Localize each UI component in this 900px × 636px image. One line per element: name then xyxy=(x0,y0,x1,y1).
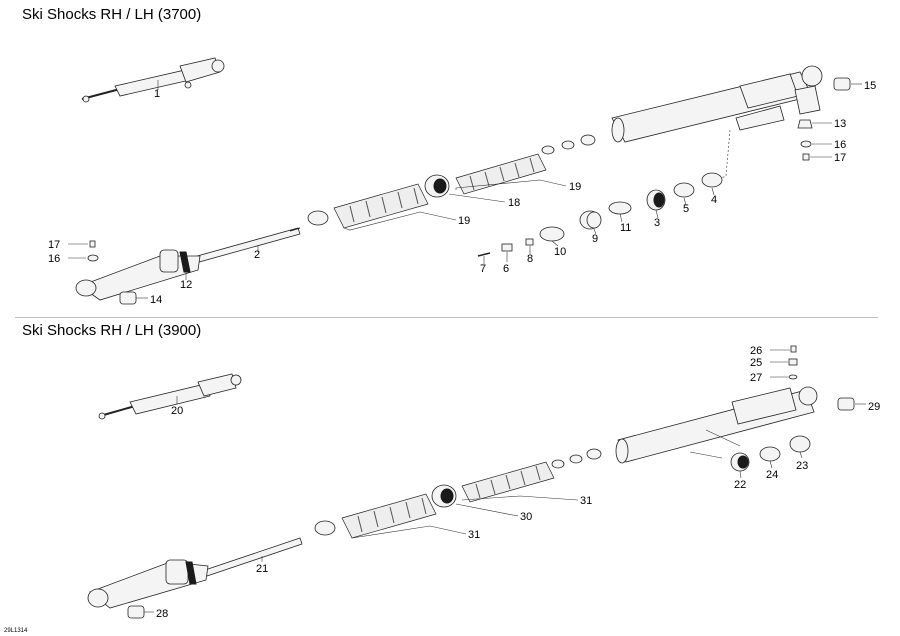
part-31-spring-lower xyxy=(341,493,437,539)
callout-1: 1 xyxy=(154,88,160,100)
part-2-shaft xyxy=(189,227,301,265)
part-18-piston xyxy=(424,174,450,198)
part-17-bolt-b xyxy=(89,240,96,248)
callout-5: 5 xyxy=(683,203,689,215)
callout-31-lower: 31 xyxy=(468,529,480,541)
part-27-washer xyxy=(788,374,798,380)
part-22-piston xyxy=(730,452,750,472)
section-title-3700: Ski Shocks RH / LH (3700) xyxy=(22,6,202,23)
part-1-assembled-shock-3700 xyxy=(81,57,225,103)
part-16-washer-a xyxy=(800,140,812,148)
part-16-washer-b xyxy=(87,254,99,262)
part-5-oring xyxy=(673,182,695,198)
callout-19-upper: 19 xyxy=(569,181,581,193)
callout-16-left: 16 xyxy=(48,253,60,265)
part-30-piston xyxy=(431,484,457,508)
callout-25: 25 xyxy=(750,357,762,369)
callout-10: 10 xyxy=(554,246,566,258)
callout-21: 21 xyxy=(256,563,268,575)
callout-24: 24 xyxy=(766,469,778,481)
section-divider xyxy=(15,317,878,318)
callout-7: 7 xyxy=(480,263,486,275)
part-11-disc xyxy=(608,201,632,215)
part-26-bolt xyxy=(790,345,797,353)
part-24-oring xyxy=(759,446,781,462)
callout-16-right: 16 xyxy=(834,139,846,151)
callout-14: 14 xyxy=(150,294,162,306)
callout-2: 2 xyxy=(254,249,260,261)
part-21-shaft xyxy=(204,537,303,577)
part-shock-body-3900 xyxy=(615,386,818,464)
callout-20: 20 xyxy=(171,405,183,417)
part-rod-washer-3900 xyxy=(314,520,336,536)
callout-8: 8 xyxy=(527,253,533,265)
part-13-nut xyxy=(797,119,813,129)
part-rod-washer-3700 xyxy=(307,210,329,226)
callout-15: 15 xyxy=(864,80,876,92)
part-4-cap xyxy=(701,172,723,188)
callout-3: 3 xyxy=(654,217,660,229)
callout-27: 27 xyxy=(750,372,762,384)
callout-17-right: 17 xyxy=(834,152,846,164)
part-19-spring-lower xyxy=(333,183,429,229)
part-29-bushing xyxy=(837,397,855,411)
callout-22: 22 xyxy=(734,479,746,491)
part-9-valve xyxy=(579,210,602,230)
callout-29: 29 xyxy=(868,401,880,413)
part-31-spring-upper xyxy=(461,461,555,503)
part-6-nut xyxy=(501,243,513,252)
callout-12: 12 xyxy=(180,279,192,291)
part-12-damper-housing xyxy=(75,249,201,301)
callout-9: 9 xyxy=(592,233,598,245)
callout-17-left: 17 xyxy=(48,239,60,251)
part-damper-housing-3900 xyxy=(87,559,209,609)
callout-4: 4 xyxy=(711,194,717,206)
part-shock-body-3700 xyxy=(611,65,823,143)
callout-13: 13 xyxy=(834,118,846,130)
part-25-nut xyxy=(788,358,798,366)
part-10-ring xyxy=(539,226,565,242)
part-20-assembled-shock-3900 xyxy=(98,373,242,420)
drawing-code: 29L1314 xyxy=(4,628,28,634)
part-17-bolt-a xyxy=(802,153,810,161)
callout-18: 18 xyxy=(508,197,520,209)
part-23-cap xyxy=(789,435,811,453)
part-3-piston xyxy=(646,189,666,211)
part-8-spacer xyxy=(525,238,534,246)
callout-23: 23 xyxy=(796,460,808,472)
part-small-washers-3700 xyxy=(541,134,596,155)
callout-19-lower: 19 xyxy=(458,215,470,227)
part-28-bushing xyxy=(127,605,145,619)
part-14-bushing xyxy=(119,291,137,305)
part-7-pin xyxy=(477,252,491,257)
section-title-3900: Ski Shocks RH / LH (3900) xyxy=(22,322,202,339)
part-15-bushing xyxy=(833,77,851,91)
callout-31-upper: 31 xyxy=(580,495,592,507)
callout-11: 11 xyxy=(620,222,631,234)
callout-26: 26 xyxy=(750,345,762,357)
callout-28: 28 xyxy=(156,608,168,620)
part-small-washers-3900 xyxy=(551,448,602,469)
part-19-spring-upper xyxy=(455,153,547,195)
callout-6: 6 xyxy=(503,263,509,275)
callout-30: 30 xyxy=(520,511,532,523)
